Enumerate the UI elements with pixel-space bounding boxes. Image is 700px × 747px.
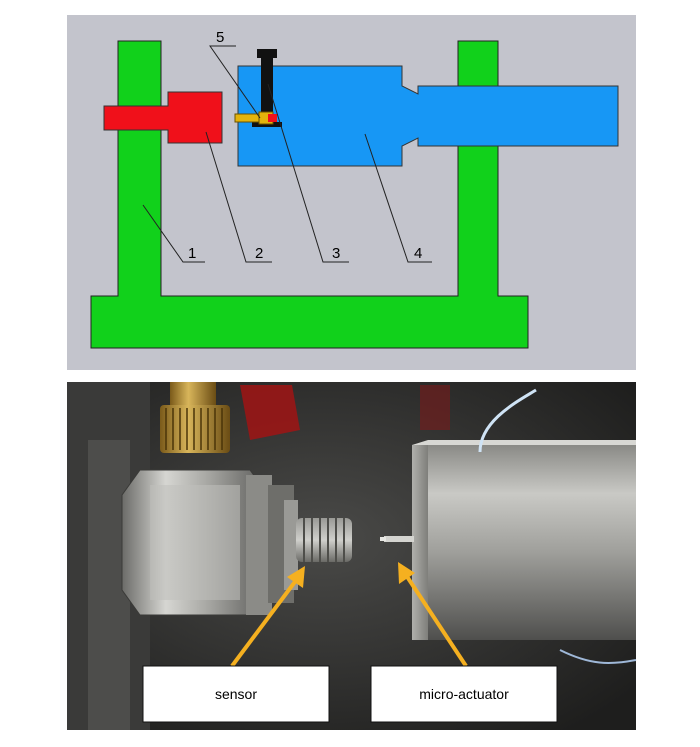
callout-5: 5 [216,29,224,46]
leader-lines [142,45,432,263]
sensor-thread [296,518,352,562]
micro-actuator-body [380,440,636,640]
actuator-label-box: micro-actuator [370,665,558,723]
brass-connector [160,382,230,453]
actuator-arrow [402,570,468,668]
photo: sensor micro-actuator [67,382,637,730]
schematic-diagram: 1 2 3 4 5 [67,15,636,370]
callout-3: 3 [332,245,340,262]
callout-2: 2 [255,245,263,262]
actuator-part-4 [237,65,619,167]
red-object [240,385,300,440]
cable [478,388,537,453]
arrows [230,562,468,668]
frame-part-1 [90,40,529,349]
sensor-body [121,469,298,616]
sensor-label-box: sensor [142,665,330,723]
sensor-part-2 [103,91,223,144]
callout-4: 4 [414,245,422,262]
sensor-label: sensor [215,686,257,702]
actuator-label: micro-actuator [419,686,509,702]
sensor-arrow [230,573,302,668]
callout-1: 1 [188,245,196,262]
tip-part-5 [234,111,277,125]
